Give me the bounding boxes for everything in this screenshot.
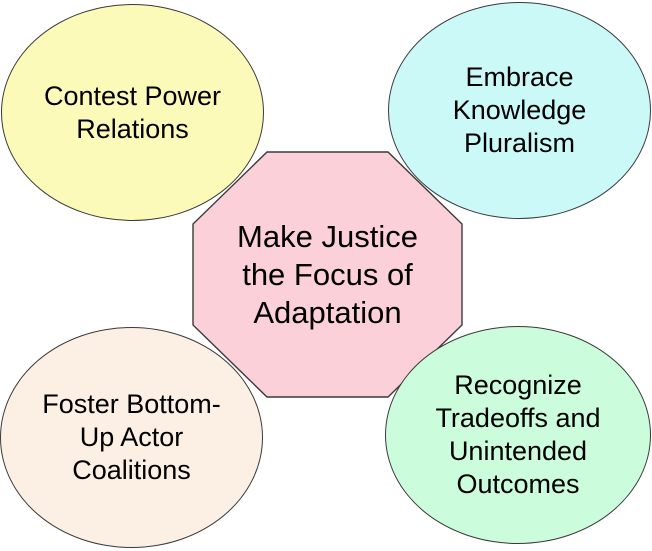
bubble-foster-bottom-up-actor-coalitions-label: Foster Bottom- Up Actor Coalitions bbox=[42, 389, 221, 485]
bubble-recognize-tradeoffs-unintended-outcomes-label: Recognize Tradeoffs and Unintended Outco… bbox=[435, 370, 601, 499]
octagon-polygon bbox=[192, 151, 463, 398]
bubble-embrace-knowledge-pluralism: Embrace Knowledge Pluralism bbox=[388, 2, 651, 219]
bubble-embrace-knowledge-pluralism-label: Embrace Knowledge Pluralism bbox=[452, 62, 587, 158]
bubble-foster-bottom-up-actor-coalitions: Foster Bottom- Up Actor Coalitions bbox=[0, 327, 263, 548]
center-octagon-make-justice: Make Justice the Focus of Adaptation bbox=[192, 151, 463, 398]
center-octagon-label: Make Justice the Focus of Adaptation bbox=[237, 218, 418, 330]
octagon-shape bbox=[192, 151, 463, 398]
bubble-contest-power-relations-label: Contest Power Relations bbox=[43, 80, 222, 144]
bubble-contest-power-relations: Contest Power Relations bbox=[1, 4, 264, 221]
bubble-recognize-tradeoffs-unintended-outcomes: Recognize Tradeoffs and Unintended Outco… bbox=[385, 326, 651, 544]
